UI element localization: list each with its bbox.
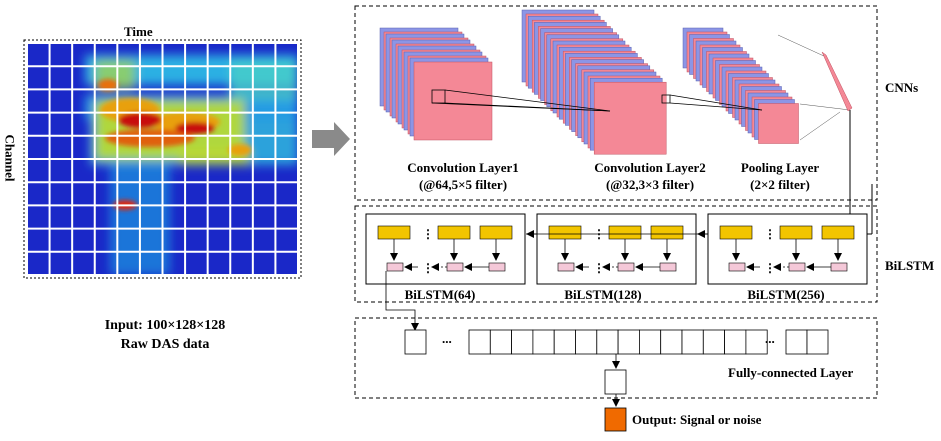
fc-input-cell <box>404 329 427 355</box>
fc-section-label: Fully-connected Layer <box>728 365 854 380</box>
pool-feature-maps <box>682 27 799 144</box>
svg-text:⋮: ⋮ <box>764 261 776 275</box>
bilstm-section-label: BiLSTM <box>885 258 935 273</box>
time-label: Time <box>124 24 153 39</box>
fc-cells <box>404 329 829 407</box>
fc-output-cell <box>604 369 627 395</box>
bilstm-blocks: ⋮⋮⋮⋮⋮⋮ <box>365 213 868 331</box>
conv2-subtitle: (@32,3×3 filter) <box>605 177 695 192</box>
input-caption-line1: Input: 100×128×128 <box>104 318 226 333</box>
svg-text:⋮: ⋮ <box>422 227 434 241</box>
pool-title: Pooling Layer <box>740 160 820 175</box>
bilstm-region <box>354 205 878 303</box>
fc-ellipsis-right: ... <box>765 331 775 346</box>
conv2-title: Convolution Layer2 <box>594 160 706 175</box>
input-caption-line2: Raw DAS data <box>120 337 210 352</box>
cnn-section-label: CNNs <box>885 80 919 95</box>
bilstm-128-block: ⋮⋮ <box>536 213 697 285</box>
das-heatmap <box>23 39 302 279</box>
output-node <box>604 407 627 432</box>
conv1-feature-maps <box>379 27 493 141</box>
bilstm-256-label: BiLSTM(256) <box>747 287 825 302</box>
svg-text:⋮: ⋮ <box>422 261 434 275</box>
cnn-region <box>354 5 878 201</box>
heatmap-grid <box>27 43 298 275</box>
conv1-subtitle: (@64,5×5 filter) <box>418 177 508 192</box>
cnn-feature-stacks <box>379 9 799 155</box>
conv2-feature-maps <box>521 9 667 155</box>
fc-ellipsis-left: ... <box>442 331 452 346</box>
svg-text:⋮: ⋮ <box>593 261 605 275</box>
channel-label: Channel <box>2 134 18 182</box>
svg-text:⋮: ⋮ <box>764 227 776 241</box>
flow-arrow-icon <box>312 122 350 156</box>
bilstm-128-label: BiLSTM(128) <box>564 287 642 302</box>
output-label: Output: Signal or noise <box>632 412 762 427</box>
bilstm-64-label: BiLSTM(64) <box>404 287 476 302</box>
bilstm-256-block: ⋮⋮ <box>707 213 868 285</box>
bilstm-64-block: ⋮⋮ <box>365 213 526 285</box>
pool-subtitle: (2×2 filter) <box>750 177 810 192</box>
conv1-title: Convolution Layer1 <box>407 160 519 175</box>
